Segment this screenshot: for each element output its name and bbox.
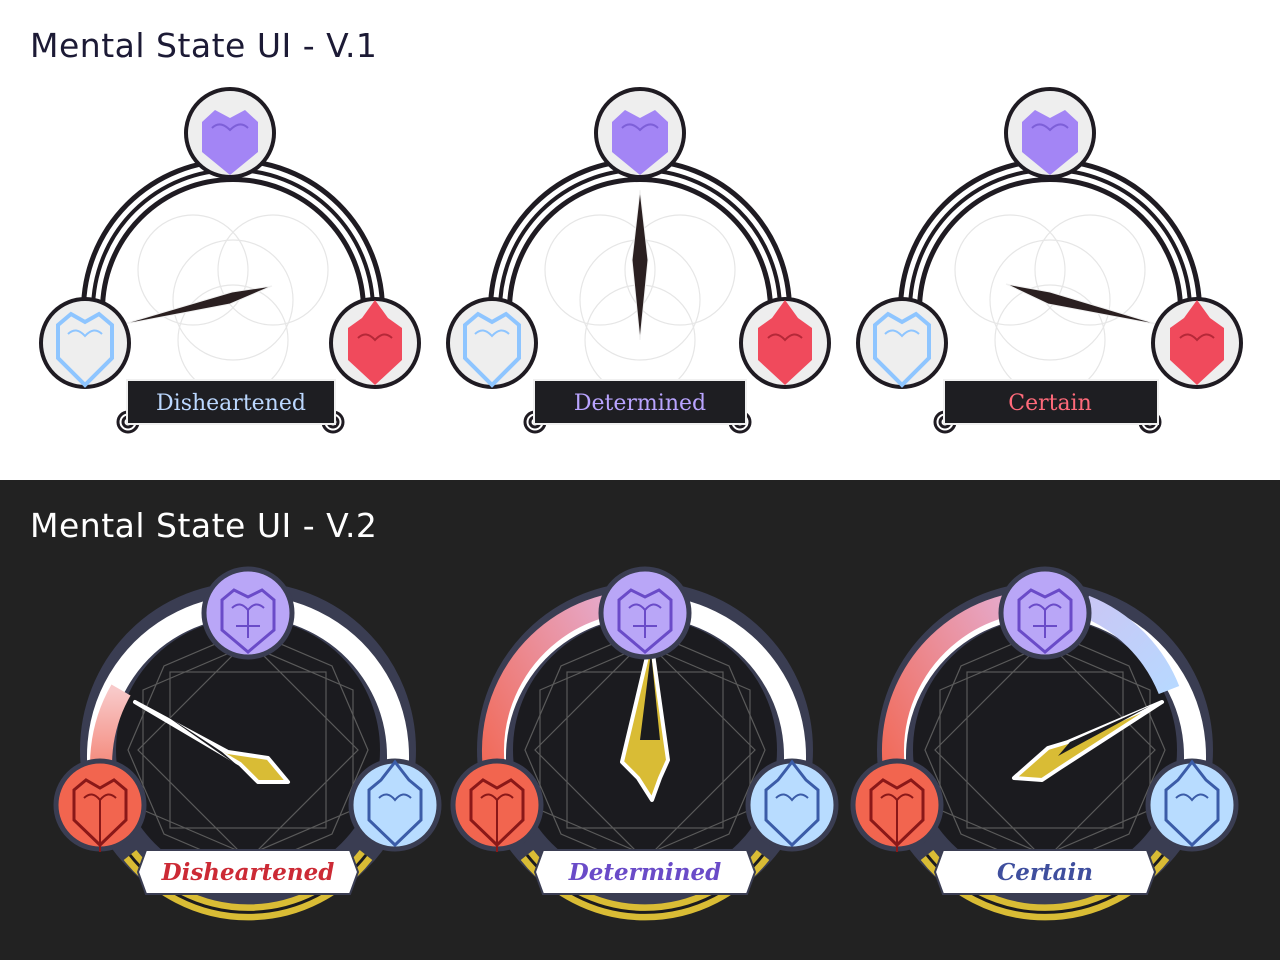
top-node — [598, 566, 692, 660]
state-label: Determined — [568, 859, 721, 886]
red-heart-icon — [348, 300, 402, 385]
left-node — [446, 297, 538, 389]
purple-heart-icon — [617, 588, 673, 654]
top-node — [998, 566, 1092, 660]
right-node — [1145, 758, 1239, 852]
blue-heart-icon — [56, 311, 114, 388]
label-banner — [933, 849, 1157, 895]
v2-section-title: Mental State UI - V.2 — [30, 506, 378, 545]
blue-heart-icon — [367, 759, 423, 848]
v1-section-title: Mental State UI - V.1 — [30, 26, 378, 65]
label-banner — [136, 849, 360, 895]
blue-heart-icon — [1164, 759, 1220, 848]
label-box — [943, 379, 1159, 425]
state-label: Disheartened — [156, 391, 306, 416]
gauge-needle — [631, 189, 649, 341]
right-node — [739, 297, 831, 389]
red-heart-icon — [72, 778, 128, 848]
right-node — [348, 758, 442, 852]
blue-heart-icon — [873, 311, 931, 388]
state-label: Certain — [997, 859, 1093, 886]
gauge-needle — [1005, 283, 1161, 326]
label-box — [533, 379, 747, 425]
red-heart-icon — [758, 300, 812, 385]
label-banner — [533, 849, 757, 895]
v2-gauges: Disheartened — [53, 566, 1239, 921]
left-node — [850, 758, 944, 852]
label-box — [126, 379, 336, 425]
gauge-needle — [119, 285, 273, 326]
left-node — [450, 758, 544, 852]
gauge-needle — [133, 700, 290, 784]
blue-heart-icon — [764, 759, 820, 848]
purple-heart-icon — [220, 588, 276, 654]
v2-gauge-certain: Certain — [850, 566, 1239, 921]
gauge-ring-fill-blue — [1080, 595, 1180, 695]
right-node — [1151, 297, 1243, 389]
v1-gauge-disheartened: Disheartened — [39, 87, 421, 434]
top-node — [184, 87, 276, 179]
background-pattern — [954, 214, 1146, 396]
purple-heart-icon — [1017, 588, 1073, 654]
right-node — [745, 758, 839, 852]
red-heart-icon — [869, 778, 925, 848]
state-label: Disheartened — [161, 859, 335, 886]
left-node — [856, 297, 948, 389]
left-node — [53, 758, 147, 852]
top-node — [1004, 87, 1096, 179]
blue-heart-icon — [463, 311, 521, 388]
v2-section: Mental State UI - V.2 — [0, 480, 1280, 960]
v1-section: Mental State UI - V.1 — [30, 26, 1243, 434]
state-label: Certain — [1008, 391, 1092, 416]
top-node — [201, 566, 295, 660]
right-node — [329, 297, 421, 389]
red-heart-icon — [469, 778, 525, 848]
left-node — [39, 297, 131, 389]
red-heart-icon — [1170, 300, 1224, 385]
v2-gauge-determined: Determined — [450, 566, 839, 921]
v1-gauge-determined: Determined — [446, 87, 831, 434]
gauge-needle — [1012, 700, 1164, 782]
v1-gauge-certain: Certain — [856, 87, 1243, 434]
state-label: Determined — [574, 391, 706, 416]
v2-gauge-disheartened: Disheartened — [53, 566, 442, 921]
top-node — [594, 87, 686, 179]
